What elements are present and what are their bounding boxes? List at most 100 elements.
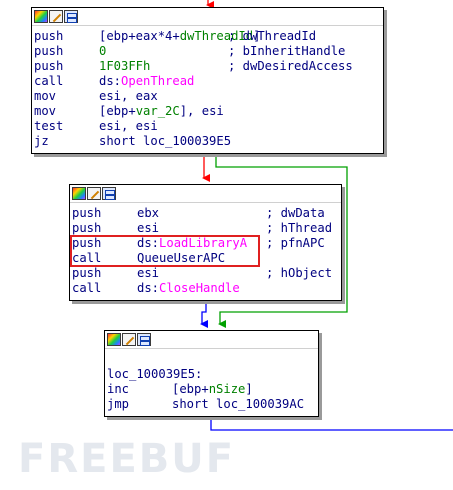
operand-part: esi, eax xyxy=(99,89,158,103)
code-line[interactable]: call ds:CloseHandle xyxy=(72,281,341,296)
mnemonic: jz xyxy=(34,134,49,148)
variable-name[interactable]: nSize xyxy=(208,382,246,396)
operand-part: 1F03FFh xyxy=(99,59,151,73)
block-header xyxy=(105,331,318,349)
comment: ; hThread xyxy=(266,221,333,235)
mnemonic: mov xyxy=(34,104,57,118)
mnemonic: push xyxy=(72,266,102,280)
code-line[interactable]: test esi, esi xyxy=(34,119,383,134)
mnemonic: test xyxy=(34,119,64,133)
operand-part: ds: xyxy=(137,236,160,250)
mnemonic: call xyxy=(34,74,64,88)
operands: [ebp+var_2C], esi xyxy=(99,104,224,119)
code-line[interactable]: push esi ; hObject xyxy=(72,266,341,281)
code-line[interactable]: jz short loc_100039E5 xyxy=(34,134,383,149)
code-line[interactable]: push 1F03FFh ; dwDesiredAccess xyxy=(34,59,383,74)
operand-part: 0 xyxy=(99,44,107,58)
operand-part: ], esi xyxy=(179,104,224,118)
mnemonic: push xyxy=(34,59,64,73)
operands: esi xyxy=(137,266,159,281)
edge-fallthrough xyxy=(200,300,208,328)
mnemonic: push xyxy=(72,236,102,250)
code-line[interactable]: mov esi, eax xyxy=(34,89,383,104)
comment: ; dwDesiredAccess xyxy=(228,59,353,73)
mnemonic: push xyxy=(72,221,102,235)
api-name[interactable]: LoadLibraryA xyxy=(159,236,248,250)
operand-part: esi xyxy=(137,221,160,235)
operand-part: ds: xyxy=(99,74,122,88)
color-palette-icon[interactable] xyxy=(72,187,86,200)
mnemonic: call xyxy=(72,281,102,295)
operand-part: ebx xyxy=(137,206,160,220)
comment: ; pfnAPC xyxy=(266,236,325,250)
watermark-text: FREEBUF xyxy=(18,436,236,482)
code-line-blank xyxy=(107,352,318,367)
code-line[interactable]: push [ebp+eax*4+dwThreadId]; dwThreadId xyxy=(34,29,383,44)
operands: 1F03FFh xyxy=(99,59,150,74)
mnemonic: push xyxy=(72,206,102,220)
operands: esi, esi xyxy=(99,119,158,134)
code-line[interactable]: push ebx ; dwData xyxy=(72,206,341,221)
comment: ; dwData xyxy=(266,206,325,220)
operand-part: short loc_100039E5 xyxy=(99,134,232,148)
mnemonic: mov xyxy=(34,89,57,103)
edge-jmp-out xyxy=(210,416,453,431)
variable-name[interactable]: var_2C xyxy=(135,104,180,118)
code-line[interactable]: push 0 ; bInheritHandle xyxy=(34,44,383,59)
code-line[interactable]: call ds:OpenThread xyxy=(34,74,383,89)
mnemonic: push xyxy=(34,44,64,58)
edit-pencil-icon[interactable] xyxy=(122,333,136,346)
code-line[interactable]: push esi ; hThread xyxy=(72,221,341,236)
mnemonic: push xyxy=(34,29,64,43)
code-line[interactable]: inc [ebp+nSize] xyxy=(107,382,318,397)
operand-part: [ebp+ xyxy=(172,382,209,396)
operand-part: short loc_100039AC xyxy=(172,397,305,411)
operands: short loc_100039E5 xyxy=(99,134,231,149)
operands: ds:OpenThread xyxy=(99,74,194,89)
comment: ; dwThreadId xyxy=(228,29,317,43)
operand-part: [ebp+eax*4+ xyxy=(99,29,180,43)
api-name[interactable]: CloseHandle xyxy=(159,281,240,295)
code-label-line: loc_100039E5: xyxy=(107,367,318,382)
operand-part: ] xyxy=(253,29,261,43)
code-line[interactable]: mov [ebp+var_2C], esi xyxy=(34,104,383,119)
color-palette-icon[interactable] xyxy=(107,333,121,346)
api-name[interactable]: OpenThread xyxy=(121,74,195,88)
graph-view-icon[interactable] xyxy=(102,187,116,200)
mnemonic: inc xyxy=(107,382,130,396)
operands: short loc_100039AC xyxy=(172,397,304,412)
code-label[interactable]: loc_100039E5: xyxy=(107,367,203,381)
block-header xyxy=(32,8,383,26)
block-header xyxy=(70,185,341,203)
variable-name[interactable]: dwThreadId xyxy=(179,29,254,43)
mnemonic: call xyxy=(72,251,102,265)
operand-part: ds: xyxy=(137,281,160,295)
comment: ; bInheritHandle xyxy=(228,44,346,58)
operands: 0 xyxy=(99,44,106,59)
operand-part: esi, esi xyxy=(99,119,158,133)
operands: esi, eax xyxy=(99,89,158,104)
color-palette-icon[interactable] xyxy=(34,10,48,23)
comment: ; hObject xyxy=(266,266,333,280)
operands: esi xyxy=(137,221,159,236)
operand-part: [ebp+ xyxy=(99,104,136,118)
graph-view-icon[interactable] xyxy=(137,333,151,346)
graph-view-icon[interactable] xyxy=(64,10,78,23)
code-line[interactable]: push ds:LoadLibraryA ; pfnAPC xyxy=(72,236,341,251)
operands: ds:CloseHandle xyxy=(137,281,240,296)
operands: [ebp+nSize] xyxy=(172,382,253,397)
edit-pencil-icon[interactable] xyxy=(49,10,63,23)
operands: ds:LoadLibraryA xyxy=(137,236,247,251)
operands: ebx xyxy=(137,206,159,221)
edit-pencil-icon[interactable] xyxy=(87,187,101,200)
